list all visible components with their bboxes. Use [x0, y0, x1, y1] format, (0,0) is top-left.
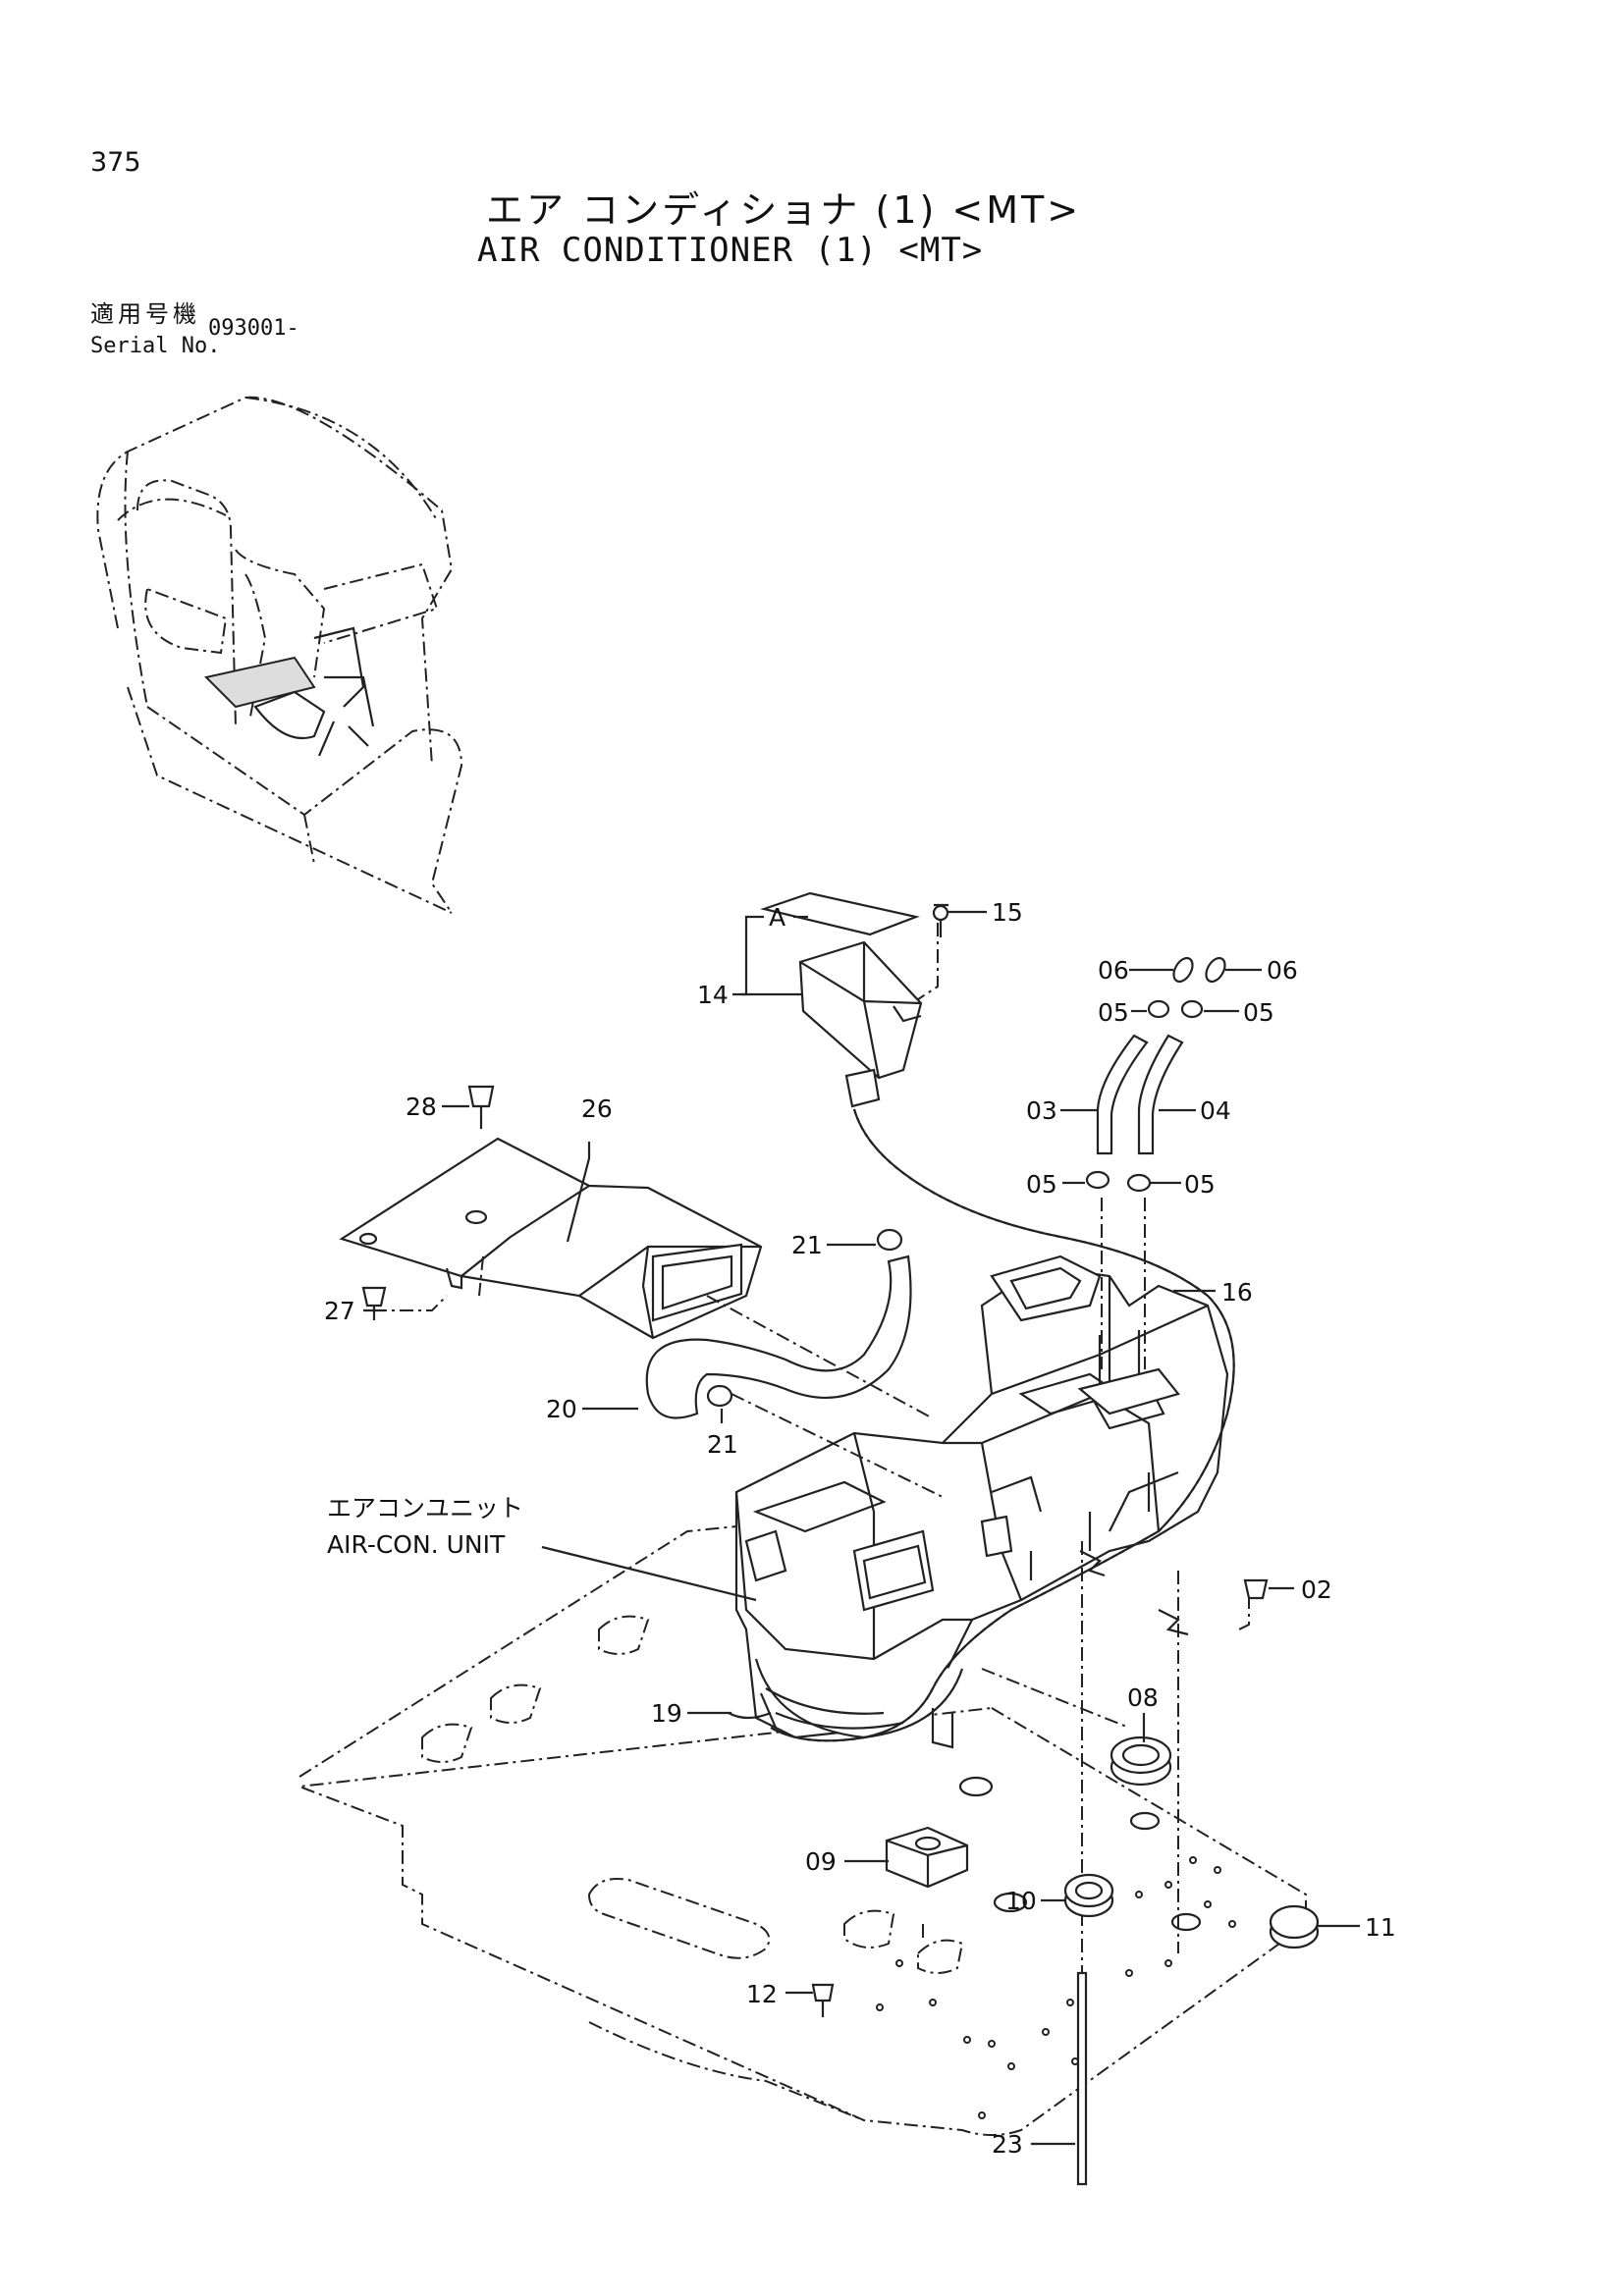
callout-05b: 05: [1243, 998, 1274, 1027]
air-con-unit: [734, 1255, 1229, 1749]
callout-27: 27: [324, 1297, 355, 1325]
callout-19: 19: [651, 1699, 682, 1728]
serial-number-value: 093001-: [208, 316, 299, 341]
callout-11: 11: [1365, 1913, 1396, 1942]
cab-overview-illustration: [96, 396, 463, 914]
bolt-28-axis: [478, 1255, 484, 1297]
callout-12: 12: [746, 1980, 778, 2008]
page-title-english: AIR CONDITIONER (1) <MT>: [477, 231, 984, 270]
callout-26: 26: [581, 1095, 613, 1123]
small-parts: [361, 903, 1320, 2186]
callout-08: 08: [1127, 1683, 1159, 1712]
controller-box: [760, 891, 1235, 1742]
callout-leaders: [363, 910, 1360, 2146]
callout-05a: 05: [1098, 998, 1129, 1027]
bolt-27-axis: [373, 1295, 448, 1311]
drain-hose: [645, 1255, 912, 1419]
floor-plate: [298, 1525, 1307, 2136]
duct-axis-line: [706, 1295, 934, 1419]
refrigerant-pipes: [1096, 1034, 1184, 1369]
callout-28: 28: [406, 1093, 437, 1121]
callout-09: 09: [805, 1847, 837, 1876]
callout-10: 10: [1005, 1887, 1037, 1915]
callout-21b: 21: [707, 1430, 738, 1459]
callout-02: 02: [1301, 1575, 1332, 1604]
callout-21a: 21: [791, 1231, 823, 1259]
callout-06b: 06: [1267, 956, 1298, 985]
callout-05d: 05: [1184, 1170, 1216, 1199]
callout-labels: 02 03 04 05 05 05 05 06 06 08 09 10 11 1…: [324, 898, 1396, 2159]
air-con-unit-label-japanese: エアコンユニット: [327, 1494, 523, 1522]
callout-20: 20: [546, 1395, 577, 1423]
callout-15: 15: [992, 898, 1023, 927]
callout-04: 04: [1200, 1096, 1231, 1125]
serial-label-english: Serial No.: [90, 334, 221, 358]
serial-label-japanese: 適用号機: [90, 300, 200, 328]
callout-06a: 06: [1098, 956, 1129, 985]
group-letter-a: A: [769, 903, 785, 932]
callout-05c: 05: [1026, 1170, 1057, 1199]
callout-03: 03: [1026, 1096, 1057, 1125]
callout-16: 16: [1221, 1278, 1253, 1307]
callout-14: 14: [697, 981, 729, 1009]
page-title-japanese: エア コンディショナ (1) <MT>: [486, 188, 1082, 232]
air-duct: [339, 1137, 763, 1340]
grommet-08-axis: [981, 1668, 1130, 1729]
bolt-02-axis: [1238, 1595, 1250, 1630]
callout-23: 23: [992, 2130, 1023, 2159]
air-con-unit-label-english: AIR-CON. UNIT: [327, 1530, 506, 1559]
page-number: 375: [90, 147, 141, 178]
hose-clamp-axis: [731, 1393, 944, 1498]
